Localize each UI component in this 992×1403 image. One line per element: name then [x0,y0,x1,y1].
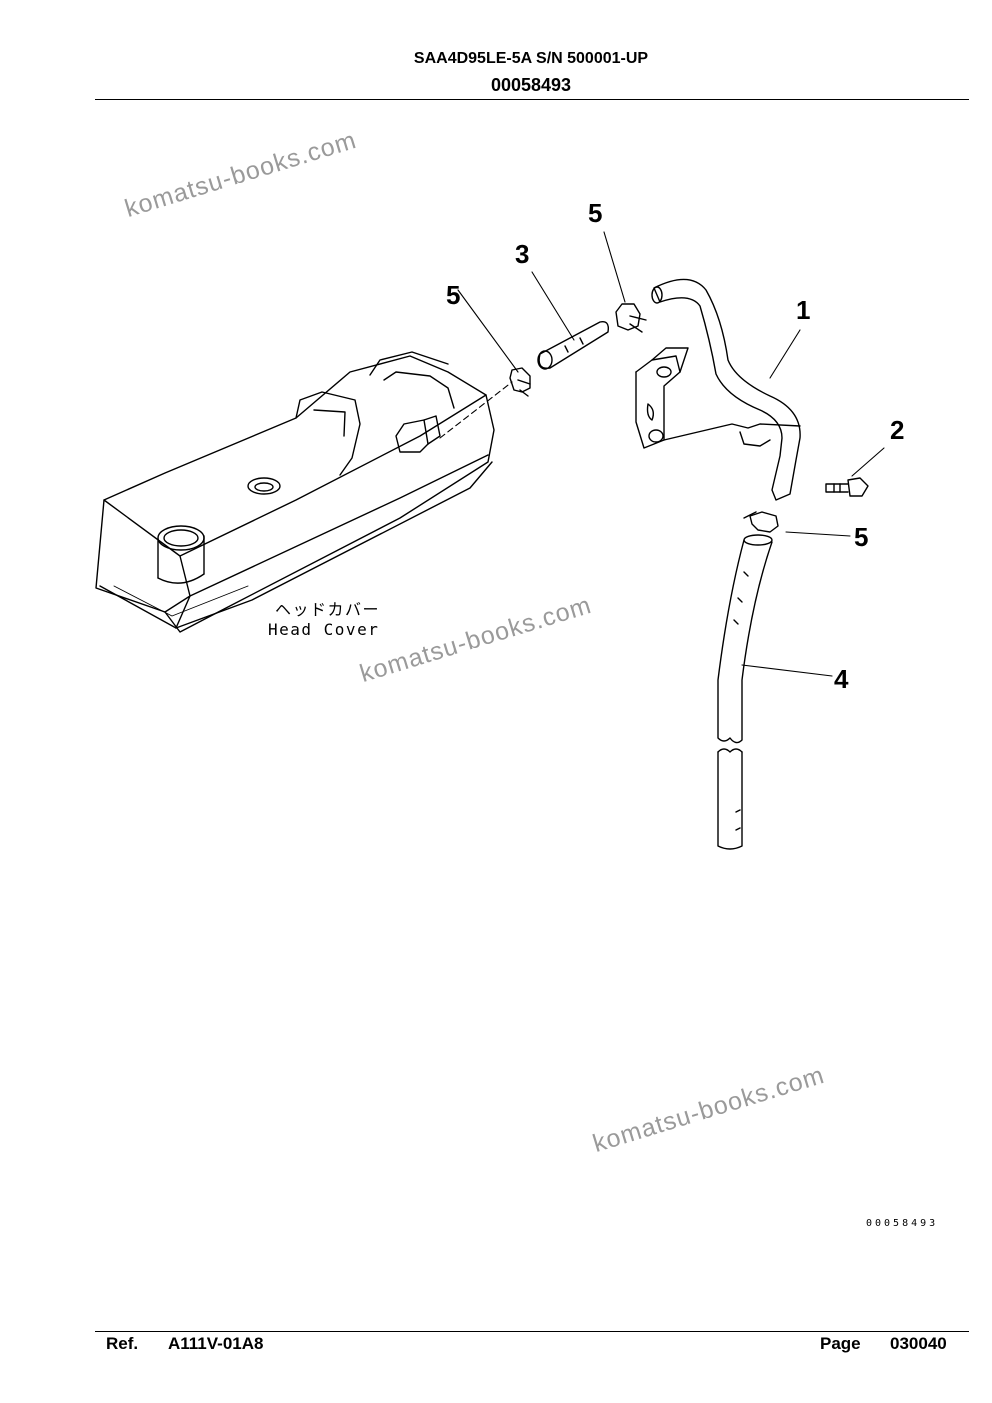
ref-value: A111V-01A8 [168,1334,264,1353]
callout-bolt: 2 [890,415,905,445]
pipe-1 [635,278,801,501]
head-cover-label-en: Head Cover [268,620,380,639]
drawing-id: 00058493 [866,1218,939,1229]
leader-lines [439,231,885,677]
page-value: 030040 [890,1334,947,1353]
callout-hose-short: 3 [515,239,530,269]
callout-hose-long: 4 [834,664,849,694]
callout-clamp-lower: 5 [854,522,869,552]
ref-label: Ref. [106,1334,139,1353]
clamp-5-top [615,303,647,333]
bolt-2 [825,477,869,497]
page-label: Page [820,1334,861,1353]
callout-clamp-left: 5 [446,280,461,310]
footer-rule [95,1331,969,1332]
header-rule [95,99,969,100]
model-title: SAA4D95LE-5A S/N 500001-UP [413,50,649,67]
callout-breather-pipe: 1 [796,295,811,325]
callout-clamp-top: 5 [588,198,603,228]
head-cover [95,351,495,633]
clamp-5-lower [743,511,779,533]
hose-3 [537,321,610,370]
clamp-5-left [509,367,531,397]
head-cover-label-jp: ヘッドカバー [275,600,381,619]
drawing-number: 00058493 [490,75,572,95]
hose-4 [717,534,773,850]
